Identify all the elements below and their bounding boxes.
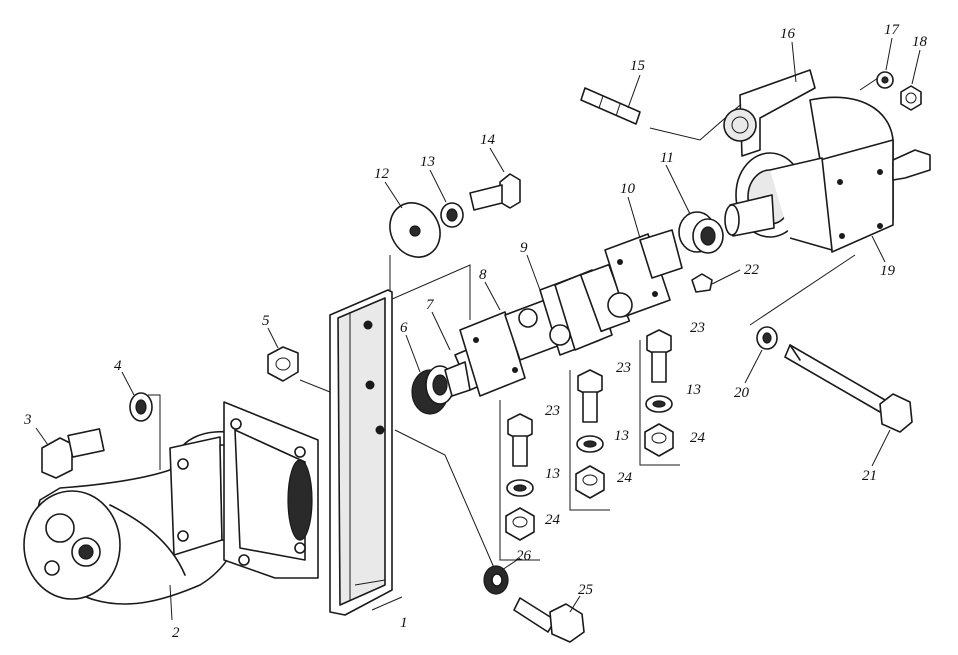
callout-9: 9 — [520, 240, 528, 256]
callout-23-a: 23 — [690, 320, 705, 336]
callout-3: 3 — [23, 412, 32, 428]
part-4-washer — [129, 392, 153, 422]
callout-10: 10 — [620, 181, 636, 197]
part-6-splined-coupling — [411, 365, 455, 415]
callout-6: 6 — [400, 320, 408, 336]
callout-2: 2 — [172, 625, 180, 641]
part-3-bolt — [41, 428, 105, 479]
callout-4: 4 — [114, 358, 122, 374]
part-15-stud — [580, 87, 641, 125]
part-2-hydraulic-motor — [23, 401, 319, 605]
callout-20: 20 — [734, 385, 750, 401]
fastener-stack-2 — [575, 369, 605, 499]
assembly-guide-lines — [148, 77, 879, 571]
part-1-mounting-bracket — [329, 289, 393, 616]
fastener-stack-3 — [644, 329, 674, 457]
part-13-spring-washer — [440, 202, 464, 228]
leader-lines — [35, 37, 921, 621]
part-12-large-washer — [389, 202, 441, 258]
callout-26: 26 — [516, 548, 532, 564]
part-21-long-bolt — [784, 344, 913, 433]
part-17-washer — [876, 71, 894, 89]
part-26-washer — [483, 565, 509, 595]
callout-13-d: 13 — [545, 466, 560, 482]
callout-24-b: 24 — [617, 470, 633, 486]
callout-5: 5 — [262, 313, 270, 329]
callout-25: 25 — [578, 582, 594, 598]
part-22-grease-fitting — [691, 273, 713, 293]
callout-18: 18 — [912, 34, 928, 50]
callout-labels: 1 2 3 4 5 6 7 8 9 10 11 12 13 14 15 16 1… — [23, 22, 928, 641]
part-20-washer — [756, 326, 778, 350]
callout-11: 11 — [660, 150, 674, 166]
fastener-stack-1 — [505, 413, 535, 541]
callout-19: 19 — [880, 263, 896, 279]
callout-16: 16 — [780, 26, 796, 42]
callout-8: 8 — [479, 267, 487, 283]
part-5-nut — [267, 346, 299, 382]
callout-7: 7 — [426, 297, 435, 313]
part-18-nut — [900, 85, 922, 111]
callout-12: 12 — [374, 166, 390, 182]
callout-23-b: 23 — [616, 360, 631, 376]
callout-14: 14 — [480, 132, 496, 148]
part-14-bolt — [469, 173, 521, 211]
callout-13: 13 — [420, 154, 435, 170]
callout-13-b: 13 — [686, 382, 701, 398]
callout-23-c: 23 — [545, 403, 560, 419]
callout-1: 1 — [400, 615, 408, 631]
callout-24-a: 24 — [690, 430, 706, 446]
callout-22: 22 — [744, 262, 760, 278]
part-19-hydraulic-pump — [724, 96, 931, 253]
part-8-flange-yoke — [459, 299, 561, 397]
callout-24-c: 24 — [545, 512, 561, 528]
callout-17: 17 — [884, 22, 901, 38]
callout-13-c: 13 — [614, 428, 629, 444]
part-16-pump-bracket — [723, 69, 816, 157]
callout-15: 15 — [630, 58, 646, 74]
callout-21: 21 — [862, 468, 877, 484]
part-11-splined-sleeve — [678, 211, 724, 254]
part-10-flange-yoke — [604, 229, 683, 318]
part-25-bolt — [513, 597, 585, 643]
